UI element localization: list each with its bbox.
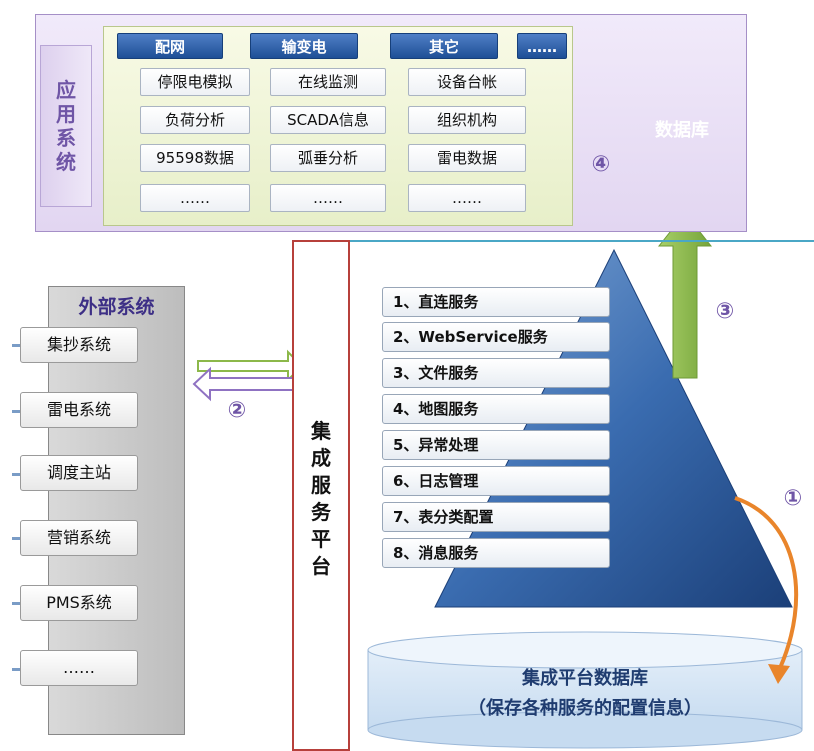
app-item: …… <box>270 184 386 212</box>
app-item: 停限电模拟 <box>140 68 250 96</box>
application-system-title: 应 用 系 统 <box>40 45 92 207</box>
app-item: SCADA信息 <box>270 106 386 134</box>
external-item: 集抄系统 <box>20 327 138 363</box>
connector-notch <box>12 473 20 476</box>
app-item: 95598数据 <box>140 144 250 172</box>
service-item: 5、异常处理 <box>382 430 610 460</box>
app-title-char: 应 <box>56 78 76 102</box>
integration-platform-label: 集 成 服 务 平 台 <box>298 418 344 580</box>
platform-char: 成 <box>311 446 331 470</box>
database-label: 数据库 <box>655 120 709 141</box>
connector-notch <box>12 344 20 347</box>
service-item: 4、地图服务 <box>382 394 610 424</box>
connector-notch <box>12 410 20 413</box>
service-item: 6、日志管理 <box>382 466 610 496</box>
marker-3: ③ <box>715 299 735 324</box>
category-other: 其它 <box>390 33 498 59</box>
service-item: 3、文件服务 <box>382 358 610 388</box>
platform-char: 集 <box>311 419 331 443</box>
external-item: PMS系统 <box>20 585 138 621</box>
app-item: 设备台帐 <box>408 68 526 96</box>
divider-line <box>350 240 814 242</box>
app-item: 组织机构 <box>408 106 526 134</box>
app-item: 弧垂分析 <box>270 144 386 172</box>
external-item: …… <box>20 650 138 686</box>
arrows-external-platform <box>192 349 304 402</box>
connector-notch <box>12 602 20 605</box>
platform-char: 务 <box>311 500 331 524</box>
curved-arrow-1 <box>734 496 799 669</box>
arrow-platform-to-db <box>657 212 713 379</box>
marker-1: ① <box>783 486 803 511</box>
service-item: 2、WebService服务 <box>382 322 610 352</box>
app-item: …… <box>408 184 526 212</box>
platform-char: 平 <box>311 527 331 551</box>
platform-char: 服 <box>311 473 331 497</box>
app-item: 负荷分析 <box>140 106 250 134</box>
platform-db-title: 集成平台数据库 <box>522 668 648 689</box>
category-more: …… <box>517 33 567 59</box>
marker-2: ② <box>227 398 247 423</box>
app-item: 在线监测 <box>270 68 386 96</box>
app-item: …… <box>140 184 250 212</box>
integration-platform-box <box>292 240 350 751</box>
platform-char: 台 <box>311 554 331 578</box>
connector-notch <box>12 537 20 540</box>
app-title-char: 用 <box>56 102 76 126</box>
connector-notch <box>12 668 20 671</box>
service-item: 8、消息服务 <box>382 538 610 568</box>
service-item: 7、表分类配置 <box>382 502 610 532</box>
external-item: 调度主站 <box>20 455 138 491</box>
category-distribution: 配网 <box>117 33 223 59</box>
category-transmission: 输变电 <box>250 33 358 59</box>
app-item: 雷电数据 <box>408 144 526 172</box>
app-title-char: 统 <box>56 150 76 174</box>
app-title-char: 系 <box>56 126 76 150</box>
service-item: 1、直连服务 <box>382 287 610 317</box>
external-item: 营销系统 <box>20 520 138 556</box>
external-systems-title: 外部系统 <box>78 296 155 318</box>
marker-4: ④ <box>591 152 611 177</box>
platform-db-subtitle: （保存各种服务的配置信息） <box>468 698 702 719</box>
external-item: 雷电系统 <box>20 392 138 428</box>
platform-db-cylinder <box>367 631 803 749</box>
